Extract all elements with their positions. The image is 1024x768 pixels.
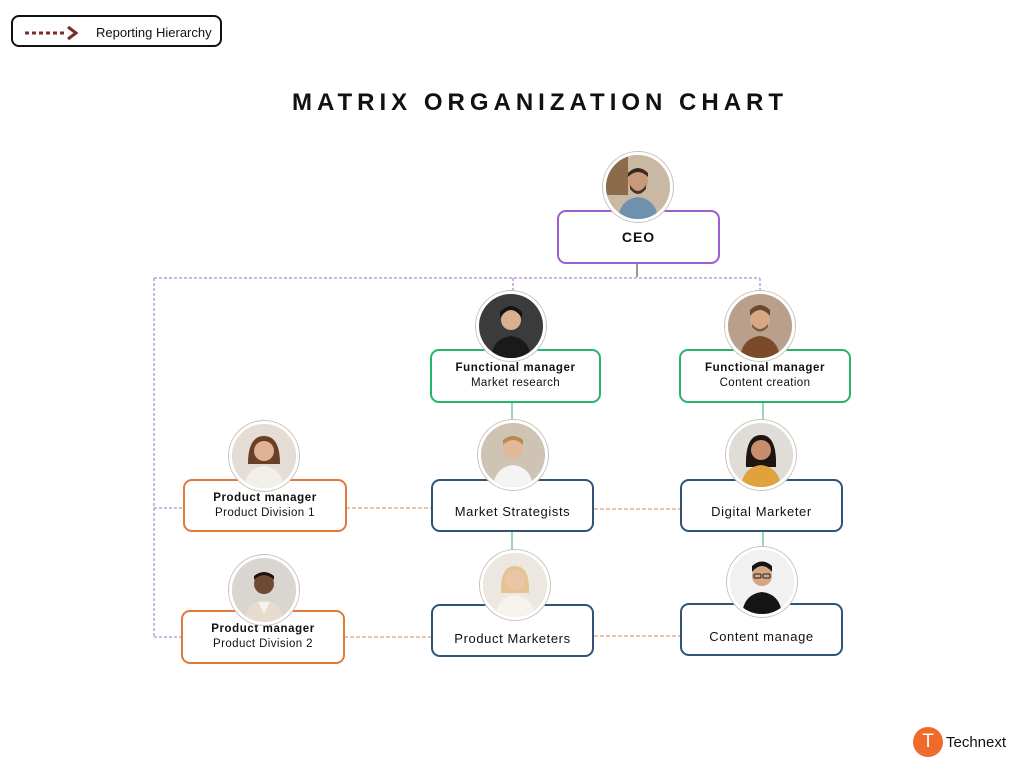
brand-logo: T Technext [913,727,1006,757]
connector-product-row2 [344,635,680,638]
functional-subtitle-2: Content creation [719,377,811,389]
functional-title-1: Functional manager [455,362,576,374]
functional-manager-photo-2 [725,291,795,361]
ceo-photo [603,152,673,222]
team-photo-2 [726,420,796,490]
team-box-digital-marketer: Digital Marketer [680,479,843,532]
functional-subtitle-1: Market research [470,377,561,389]
team-title-1: Market Strategists [454,504,571,519]
product-subtitle-1: Product Division 1 [215,506,315,519]
functional-manager-photo-1 [476,291,546,361]
brand-name: Technext [946,733,1007,751]
team-photo-3 [480,550,550,620]
legend-label: Reporting Hierarchy [96,25,212,40]
product-title-2: Product manager [211,623,315,635]
dotted-arrow-icon [25,25,79,41]
team-title-2: Digital Marketer [711,504,812,519]
connector-product-row1 [346,507,680,510]
product-manager-photo-2 [229,555,299,625]
ceo-title: CEO [621,229,656,245]
team-photo-1 [478,420,548,490]
team-title-4: Content manage [709,629,814,644]
team-photo-4 [727,547,797,617]
connector-ceo-branches [154,277,761,292]
technext-logo-icon: T [913,727,943,757]
product-manager-photo-1 [229,421,299,491]
connector-left-vertical [153,278,183,638]
legend: Reporting Hierarchy [11,15,222,47]
team-title-3: Product Marketers [454,631,571,646]
functional-title-2: Functional manager [704,362,826,374]
product-title-1: Product manager [213,491,317,504]
product-manager-box-2: Product manager Product Division 2 [181,610,345,664]
product-subtitle-2: Product Division 2 [213,638,313,650]
page-title: MATRIX ORGANIZATION CHART [291,89,789,116]
functional-manager-box-1: Functional manager Market research [430,349,601,403]
